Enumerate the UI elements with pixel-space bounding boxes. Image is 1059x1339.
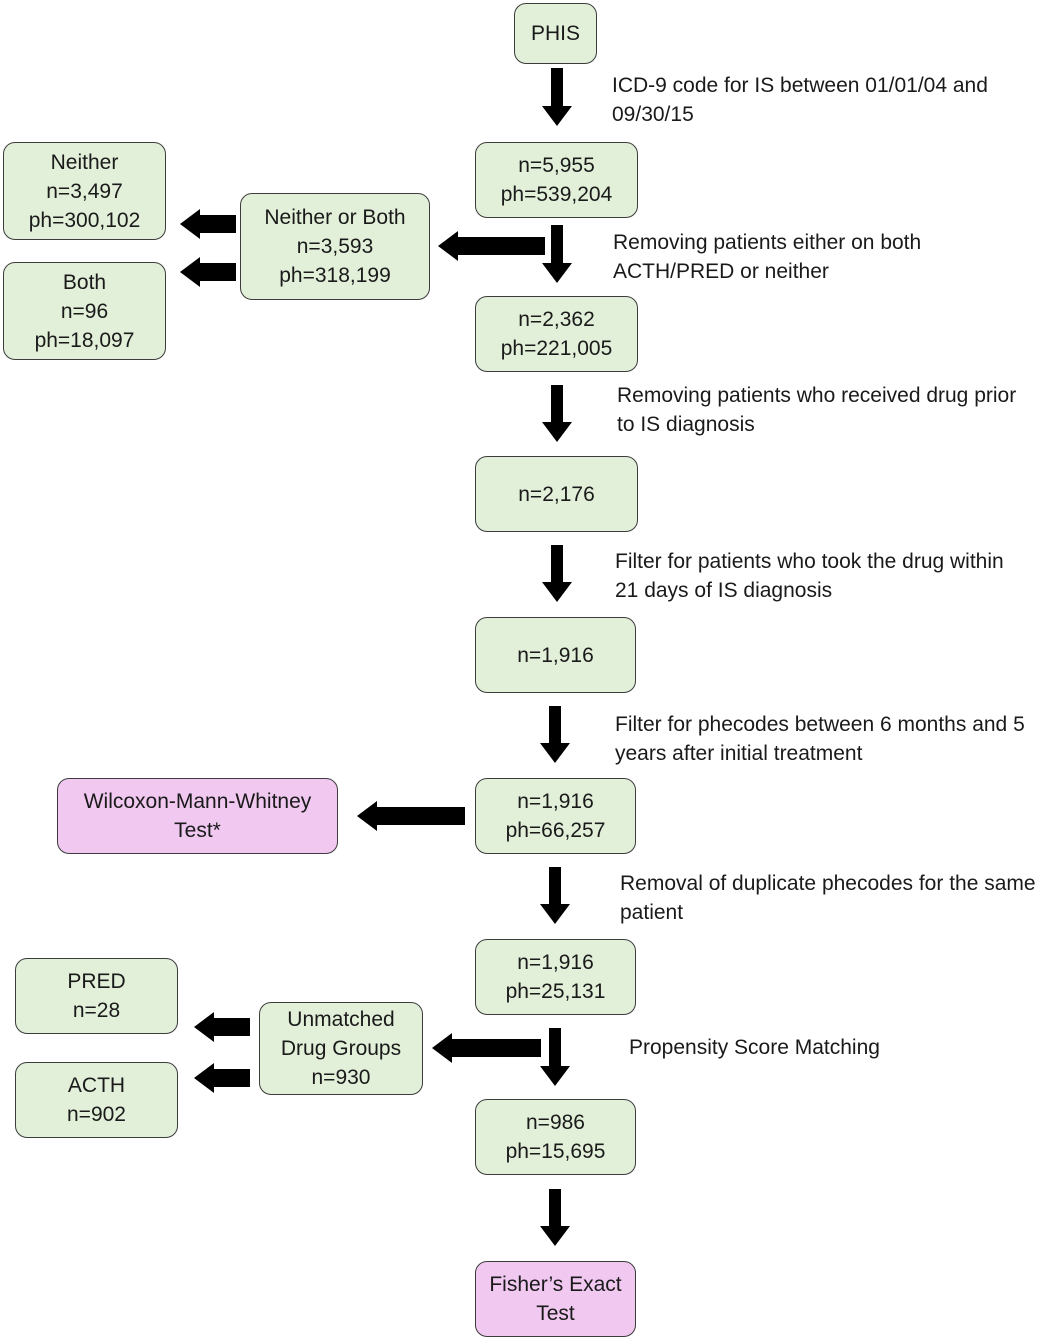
- fisher-test-box: Fisher’s Exact Test: [475, 1261, 636, 1337]
- both-n: n=96: [60, 299, 109, 323]
- after-dedup-ph: ph=25,131: [505, 980, 606, 1003]
- arrow-to-wilcoxon: [357, 801, 465, 831]
- acth-title: ACTH: [67, 1074, 126, 1097]
- after-removal-n: n=2,362: [518, 308, 595, 331]
- after-phecode-window-ph: ph=66,257: [505, 819, 606, 842]
- step-filter-21days-line1: Filter for patients who took the drug wi…: [615, 550, 1004, 573]
- step-remove-duplicates: Removal of duplicate phecodes for the sa…: [620, 869, 1036, 927]
- arrow-21days-to-phecode-window: [540, 706, 570, 763]
- neither-or-both-n: n=3,593: [296, 235, 374, 258]
- unmatched-line1: Unmatched: [287, 1008, 395, 1031]
- arrow-to-neither: [180, 209, 236, 239]
- pred-box: PRED n=28: [15, 958, 178, 1034]
- after-21days-n: n=1,916: [517, 643, 594, 667]
- neither-ph: ph=300,102: [28, 208, 141, 232]
- both-title: Both: [62, 270, 107, 294]
- step-filter-21days: Filter for patients who took the drug wi…: [615, 547, 1004, 605]
- wilcoxon-line2: Test*: [174, 819, 221, 842]
- step-remove-prior: Removing patients who received drug prio…: [617, 381, 1016, 439]
- step-icd-filter-line1: ICD-9 code for IS between 01/01/04 and: [612, 74, 988, 97]
- step-icd-filter: ICD-9 code for IS between 01/01/04 and 0…: [612, 71, 988, 129]
- neither-n: n=3,497: [46, 179, 123, 203]
- after-phecode-window-n: n=1,916: [517, 790, 594, 813]
- fisher-line2: Test: [536, 1302, 575, 1325]
- phis-label: PHIS: [530, 22, 580, 45]
- arrow-phecode-window-to-dedup: [540, 867, 570, 924]
- neither-title: Neither: [50, 150, 119, 174]
- wilcoxon-line1: Wilcoxon-Mann-Whitney: [83, 790, 312, 813]
- after-removal-box: n=2,362 ph=221,005: [475, 296, 638, 372]
- arrow-to-acth: [194, 1063, 250, 1093]
- arrow-phis-to-icd: [542, 68, 572, 126]
- acth-n: n=902: [67, 1103, 126, 1126]
- arrow-dedup-to-matched: [540, 1028, 570, 1086]
- neither-or-both-title: Neither or Both: [264, 206, 406, 229]
- step-remove-prior-line1: Removing patients who received drug prio…: [617, 384, 1017, 407]
- after-removal-ph: ph=221,005: [500, 337, 613, 360]
- matched-ph: ph=15,695: [505, 1140, 606, 1163]
- icd-cohort-box: n=5,955 ph=539,204: [475, 142, 638, 218]
- neither-box: Neither n=3,497 ph=300,102: [3, 142, 166, 240]
- arrow-to-neither-or-both: [438, 231, 545, 261]
- after-prior-n: n=2,176: [518, 482, 595, 506]
- step-filter-phecodes: Filter for phecodes between 6 months and…: [615, 710, 1025, 768]
- step-icd-filter-line2: 09/30/15: [612, 103, 694, 126]
- pred-n: n=28: [72, 999, 121, 1022]
- step-filter-21days-line2: 21 days of IS diagnosis: [615, 579, 833, 602]
- both-box: Both n=96 ph=18,097: [3, 262, 166, 360]
- after-dedup-n: n=1,916: [517, 951, 594, 974]
- step-remove-both-neither: Removing patients either on both ACTH/PR…: [613, 228, 921, 286]
- step-remove-both-neither-line1: Removing patients either on both: [613, 231, 922, 254]
- neither-or-both-box: Neither or Both n=3,593 ph=318,199: [240, 193, 430, 300]
- step-filter-phecodes-line2: years after initial treatment: [615, 742, 863, 765]
- arrow-to-unmatched: [432, 1033, 541, 1063]
- step-propensity-score-matching: Propensity Score Matching: [629, 1033, 880, 1062]
- icd-n: n=5,955: [518, 154, 595, 177]
- after-phecode-window-box: n=1,916 ph=66,257: [475, 778, 636, 854]
- phis-box: PHIS: [514, 3, 597, 64]
- unmatched-n: n=930: [311, 1066, 371, 1089]
- icd-ph: ph=539,204: [500, 183, 613, 206]
- arrow-to-pred: [194, 1012, 250, 1042]
- step-remove-duplicates-line2: patient: [620, 901, 684, 924]
- both-ph: ph=18,097: [34, 328, 135, 352]
- unmatched-drug-groups-box: Unmatched Drug Groups n=930: [259, 1002, 423, 1095]
- acth-box: ACTH n=902: [15, 1062, 178, 1138]
- arrow-removal-to-prior: [542, 385, 572, 442]
- step-psm-line1: Propensity Score Matching: [629, 1036, 880, 1059]
- pred-title: PRED: [67, 970, 126, 993]
- neither-or-both-ph: ph=318,199: [279, 264, 391, 287]
- arrow-matched-to-fisher: [540, 1189, 570, 1246]
- unmatched-line2: Drug Groups: [280, 1037, 402, 1060]
- arrow-icd-to-removal: [542, 225, 572, 283]
- step-remove-prior-line2: to IS diagnosis: [617, 413, 755, 436]
- matched-box: n=986 ph=15,695: [475, 1099, 636, 1175]
- step-remove-duplicates-line1: Removal of duplicate phecodes for the sa…: [620, 872, 1036, 895]
- matched-n: n=986: [526, 1111, 585, 1134]
- fisher-line1: Fisher’s Exact: [489, 1273, 622, 1296]
- after-21days-box: n=1,916: [475, 617, 636, 693]
- arrow-prior-to-21days: [542, 545, 572, 602]
- wilcoxon-test-box: Wilcoxon-Mann-Whitney Test*: [57, 778, 338, 854]
- arrow-to-both: [180, 257, 236, 287]
- after-prior-box: n=2,176: [475, 456, 638, 532]
- step-remove-both-neither-line2: ACTH/PRED or neither: [613, 260, 829, 283]
- step-filter-phecodes-line1: Filter for phecodes between 6 months and…: [615, 713, 1025, 736]
- after-dedup-box: n=1,916 ph=25,131: [475, 939, 636, 1015]
